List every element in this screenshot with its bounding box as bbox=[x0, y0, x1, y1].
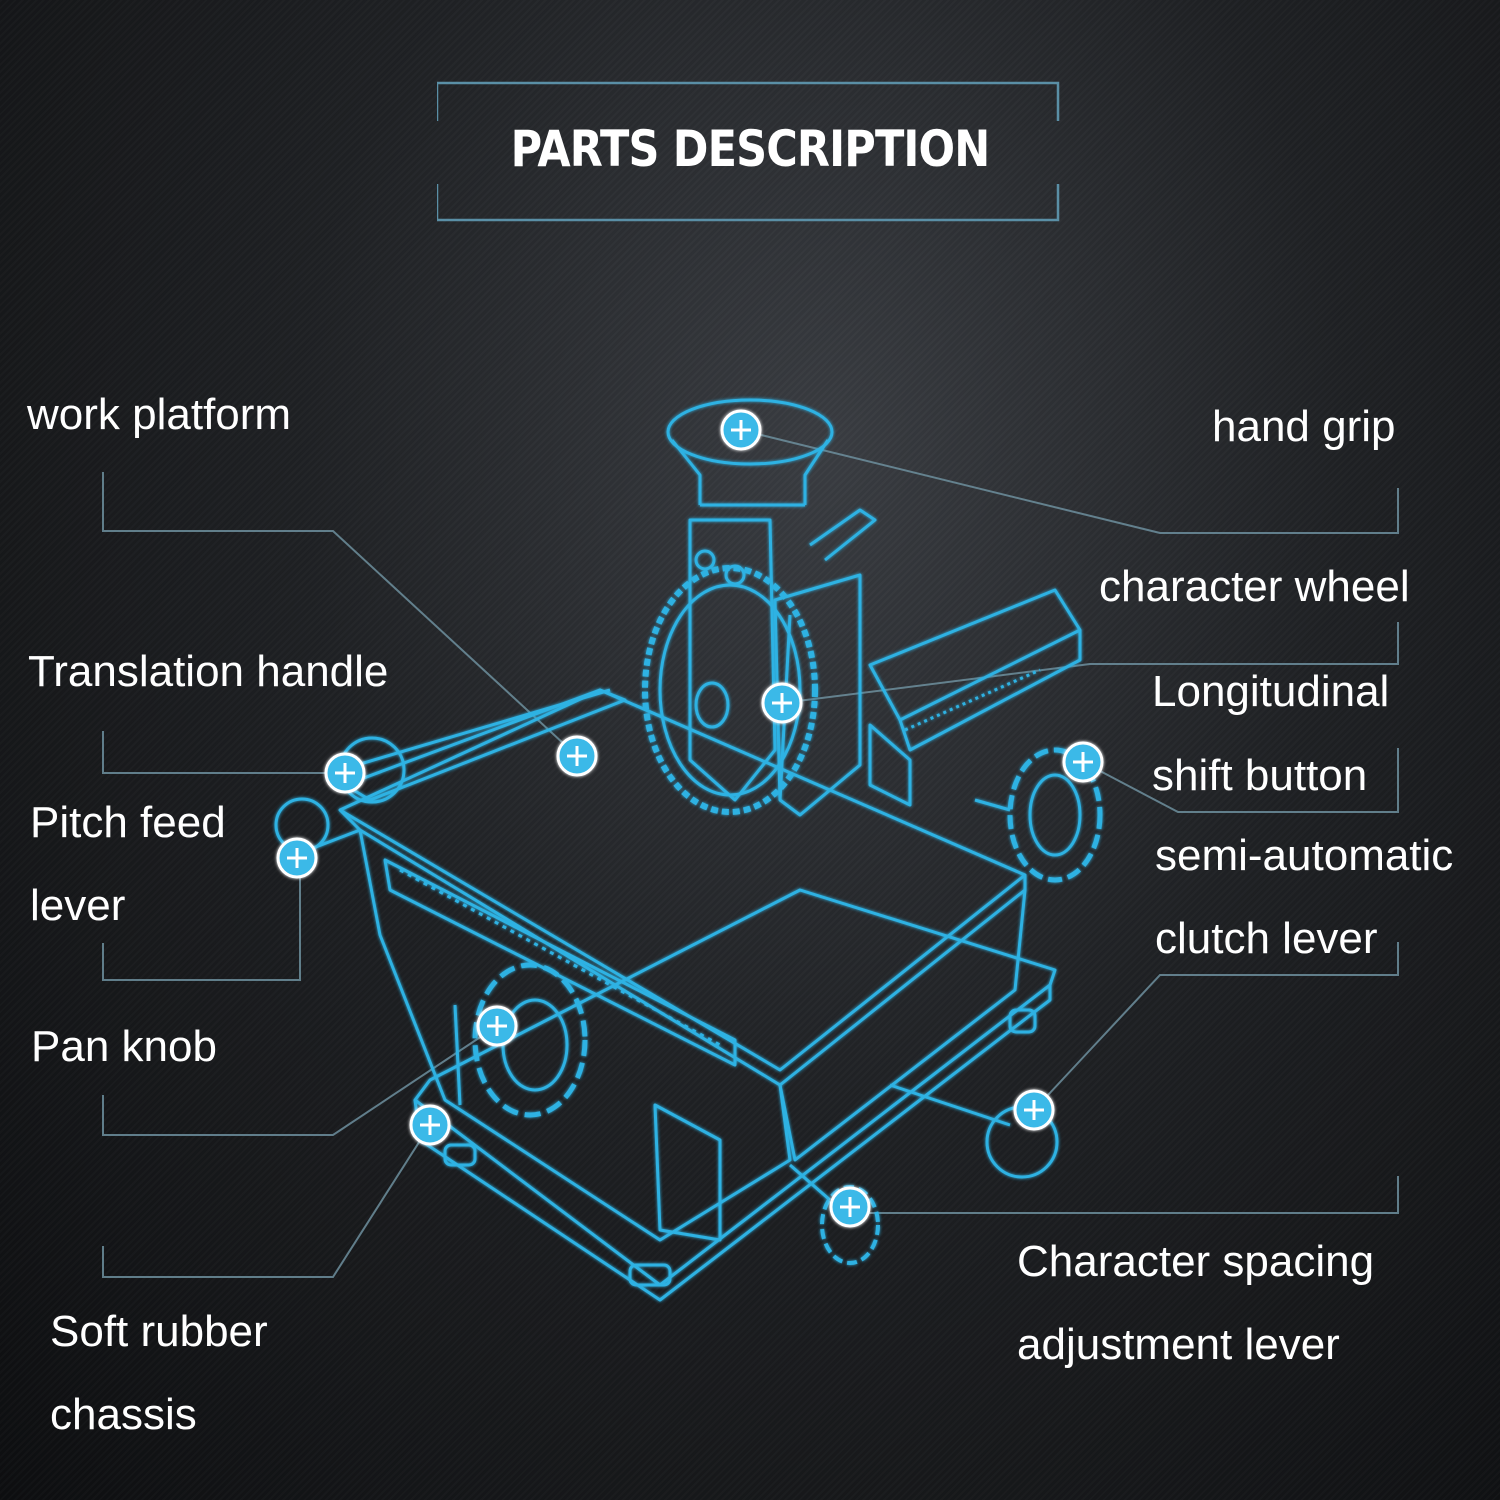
label-semi-automatic-line2: clutch lever bbox=[1155, 914, 1378, 963]
part-markers bbox=[276, 409, 1104, 1228]
label-soft-rubber-line2: chassis bbox=[50, 1390, 197, 1439]
work-platform-marker bbox=[556, 735, 598, 777]
hand-grip-marker bbox=[720, 409, 762, 451]
label-pitch-feed-line1: Pitch feed bbox=[30, 798, 226, 847]
label-longitudinal-line2: shift button bbox=[1152, 751, 1368, 800]
pan-knob-marker bbox=[476, 1005, 518, 1047]
label-soft-rubber-line1: Soft rubber bbox=[50, 1307, 268, 1356]
label-hand-grip: hand grip bbox=[1212, 402, 1396, 451]
machine-outline bbox=[274, 398, 1103, 1302]
character-wheel-marker bbox=[761, 682, 803, 724]
label-character-wheel: character wheel bbox=[1099, 562, 1410, 611]
title-frame bbox=[437, 81, 1060, 222]
label-semi-automatic-line1: semi-automatic bbox=[1155, 831, 1454, 880]
label-translation-handle: Translation handle bbox=[28, 647, 389, 696]
label-longitudinal-line1: Longitudinal bbox=[1152, 667, 1390, 716]
callout-lines bbox=[102, 429, 1399, 1278]
longitudinal-shift-marker bbox=[1062, 741, 1104, 783]
label-character-spacing-line1: Character spacing bbox=[1017, 1237, 1375, 1286]
label-pitch-feed-line2: lever bbox=[30, 881, 126, 930]
character-spacing-marker bbox=[829, 1186, 871, 1228]
label-work-platform: work platform bbox=[27, 390, 292, 439]
page-title: PARTS DESCRIPTION bbox=[510, 120, 991, 178]
translation-handle-marker bbox=[324, 752, 366, 794]
pitch-feed-marker bbox=[276, 837, 318, 879]
label-character-spacing-line2: adjustment lever bbox=[1017, 1320, 1340, 1369]
soft-rubber-chassis-marker bbox=[409, 1104, 451, 1146]
clutch-lever-marker bbox=[1013, 1089, 1055, 1131]
label-pan-knob: Pan knob bbox=[31, 1022, 217, 1071]
